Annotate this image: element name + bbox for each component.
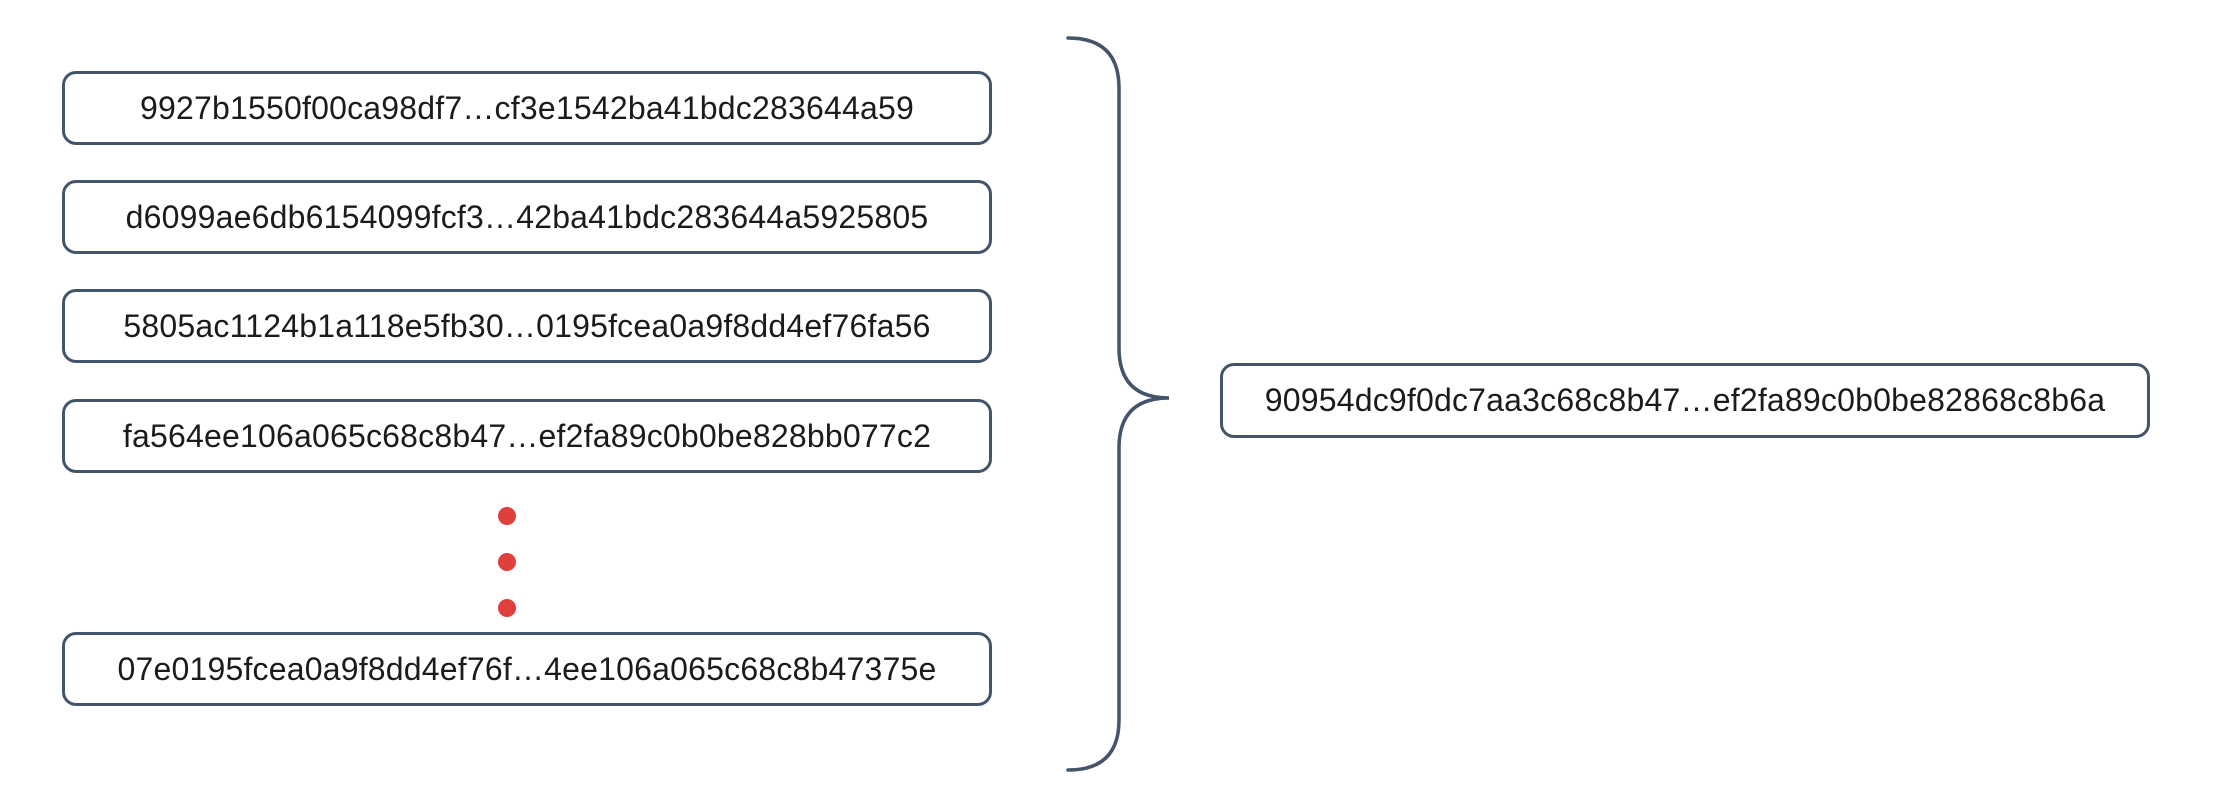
hash-block-2: d6099ae6db6154099fcf3…42ba41bdc283644a59…	[62, 180, 992, 254]
hash-block-3-label: 5805ac1124b1a118e5fb30…0195fcea0a9f8dd4e…	[123, 307, 931, 344]
ellipsis-dot	[498, 553, 516, 571]
ellipsis-dot	[498, 599, 516, 617]
vertical-ellipsis	[498, 507, 516, 617]
hash-block-3: 5805ac1124b1a118e5fb30…0195fcea0a9f8dd4e…	[62, 289, 992, 363]
curly-brace	[1066, 36, 1170, 772]
hash-block-5: 07e0195fcea0a9f8dd4ef76f…4ee106a065c68c8…	[62, 632, 992, 706]
hash-block-2-label: d6099ae6db6154099fcf3…42ba41bdc283644a59…	[125, 198, 929, 235]
hash-block-1: 9927b1550f00ca98df7…cf3e1542ba41bdc28364…	[62, 71, 992, 145]
hash-block-1-label: 9927b1550f00ca98df7…cf3e1542ba41bdc28364…	[140, 89, 914, 126]
result-hash-label: 90954dc9f0dc7aa3c68c8b47…ef2fa89c0b0be82…	[1264, 382, 2106, 418]
result-hash-block: 90954dc9f0dc7aa3c68c8b47…ef2fa89c0b0be82…	[1220, 363, 2150, 438]
hash-block-4-label: fa564ee106a065c68c8b47…ef2fa89c0b0be828b…	[122, 417, 932, 454]
hash-block-4: fa564ee106a065c68c8b47…ef2fa89c0b0be828b…	[62, 399, 992, 473]
hash-block-5-label: 07e0195fcea0a9f8dd4ef76f…4ee106a065c68c8…	[117, 650, 937, 687]
ellipsis-dot	[498, 507, 516, 525]
